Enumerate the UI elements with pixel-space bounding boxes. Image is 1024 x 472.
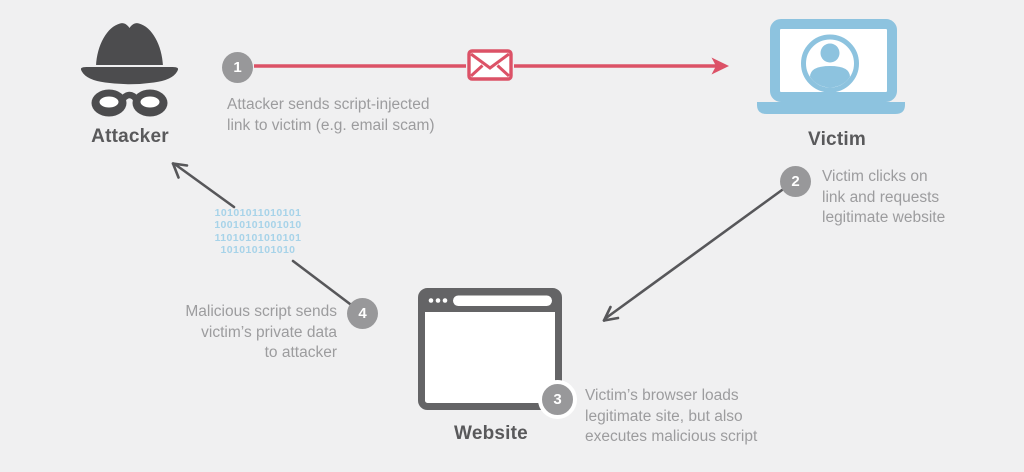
step-4-line-2: victim’s private data [201,323,337,341]
step-2-line-3: legitimate website [822,209,946,226]
step-3-line-2: legitimate site, but also [585,407,743,425]
step-1-line-1: Attacker sends script-injected [227,96,430,113]
browser-window-icon [418,288,562,410]
step-3-badge: 3 [538,380,577,419]
step-2-badge: 2 [780,166,811,197]
victim-label: Victim [808,129,866,150]
step-1-line-2: link to victim (e.g. email scam) [227,116,435,134]
step-4-line-1: Malicious script sends [185,303,337,320]
step-1-number: 1 [233,59,242,76]
step-4-line-3: to attacker [264,344,337,361]
spy-hat-mask-icon [78,23,181,117]
binary-line-3: 11010101010101 [214,231,302,244]
step-2-number: 2 [791,173,800,190]
binary-data-text: 10101011010101 10010101001010 1101010101… [203,207,313,256]
step-2-line-2: link and requests [822,188,940,206]
website-label: Website [454,423,528,444]
binary-line-2: 10010101001010 [214,219,302,232]
step-1-badge: 1 [222,52,253,83]
step-1-text: Attacker sends script-injected link to v… [227,95,435,136]
arrow-victim-to-website [602,188,784,322]
attacker-label: Attacker [91,126,169,147]
step-4-text: Malicious script sends victim’s private … [135,302,337,364]
envelope-icon [467,49,513,81]
step-4-number: 4 [358,305,367,322]
step-2-line-1: Victim clicks on [822,168,928,185]
step-3-text: Victim’s browser loads legitimate site, … [585,386,757,448]
step-3-line-3: executes malicious script [585,428,758,445]
laptop-user-icon [757,19,905,114]
binary-line-4: 101010101010 [220,243,296,256]
step-4-badge: 4 [347,298,378,329]
step-3-number: 3 [553,391,562,408]
step-2-text: Victim clicks on link and requests legit… [822,167,945,229]
step-3-line-1: Victim’s browser loads [585,387,739,404]
binary-line-1: 10101011010101 [214,207,302,219]
